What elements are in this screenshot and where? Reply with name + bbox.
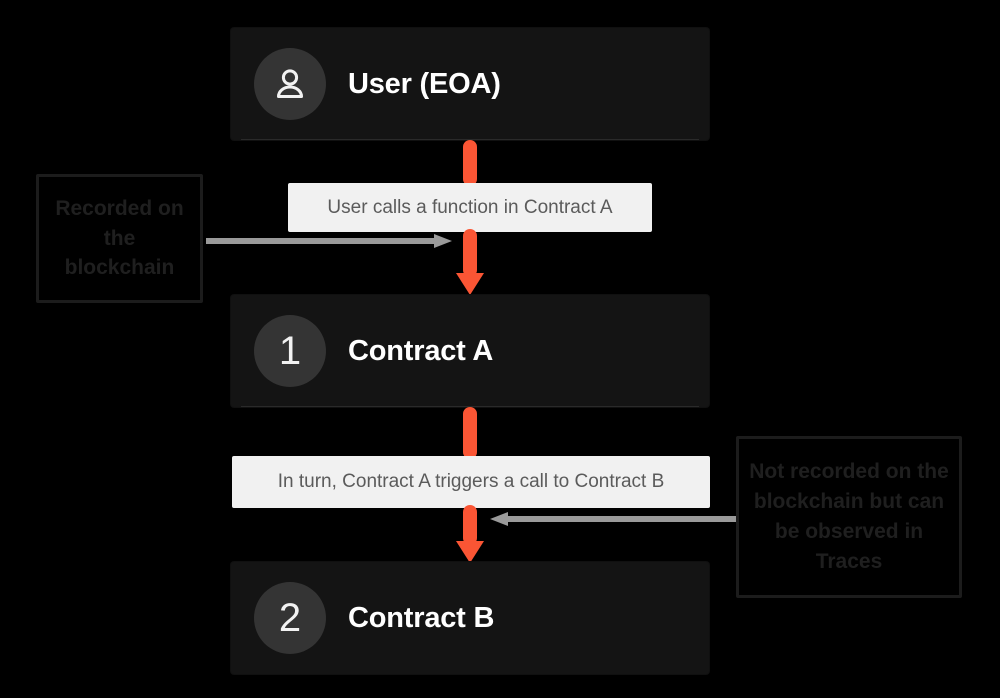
node-label: Contract B	[348, 601, 495, 634]
arrow-contract-a-to-label-2	[463, 407, 477, 459]
node-label: Contract A	[348, 334, 494, 367]
arrow-user-to-label-1	[463, 140, 477, 186]
step-number: 2	[278, 596, 302, 640]
connector-label-user-calls-contract-a: User calls a function in Contract A	[288, 183, 652, 232]
step-number-badge: 1	[254, 315, 326, 387]
node-label: User (EOA)	[348, 67, 501, 100]
connector-label-text: In turn, Contract A triggers a call to C…	[277, 471, 665, 492]
person-icon	[254, 48, 326, 120]
annotation-text: Not recorded on the blockchain but can b…	[749, 460, 949, 573]
node-user-eoa[interactable]: User (EOA)	[231, 28, 709, 140]
node-contract-b[interactable]: 2 Contract B	[231, 562, 709, 674]
annotation-recorded-on-blockchain: Recorded on the blockchain	[36, 174, 203, 303]
connector-label-contract-a-triggers-contract-b: In turn, Contract A triggers a call to C…	[232, 456, 710, 508]
annotation-not-recorded-on-blockchain: Not recorded on the blockchain but can b…	[736, 436, 962, 598]
node-contract-a[interactable]: 1 Contract A	[231, 295, 709, 407]
annotation-text: Recorded on the blockchain	[55, 196, 184, 280]
annotation-pointer-right	[490, 512, 736, 526]
annotation-pointer-left	[206, 234, 452, 248]
arrow-label-1-to-contract-a	[456, 229, 484, 295]
step-number-badge: 2	[254, 582, 326, 654]
connector-label-text: User calls a function in Contract A	[327, 196, 613, 218]
arrow-label-2-to-contract-b	[456, 505, 484, 563]
step-number: 1	[278, 329, 302, 373]
